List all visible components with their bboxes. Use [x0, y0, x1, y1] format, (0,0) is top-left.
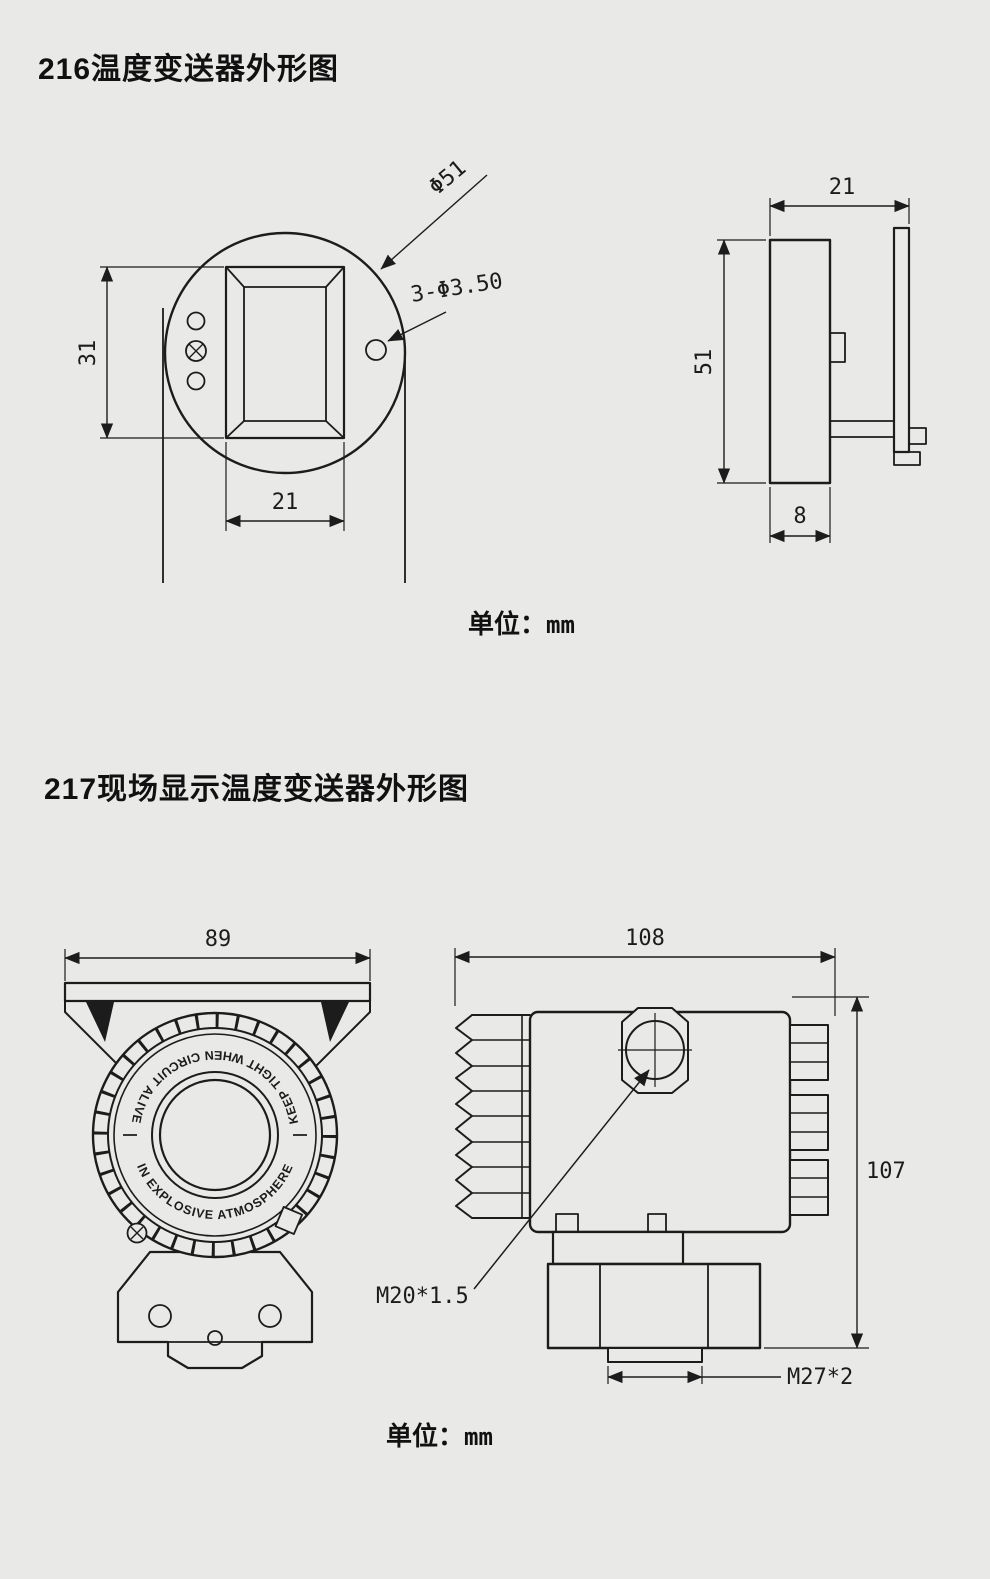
fin-bottom: [789, 1159, 829, 1216]
extension-lines-m27: [607, 1366, 703, 1384]
holes-label: 3-Φ3.50: [409, 269, 504, 308]
dimension-21-side: 21: [829, 175, 856, 200]
diameter-label: Φ51: [425, 156, 472, 201]
left-cover-top-bottom: [471, 1014, 531, 1219]
dimension-89: 89: [205, 927, 232, 952]
front-panel-plate: [892, 226, 911, 454]
unit-label-216: 单位：: [468, 609, 547, 639]
side-clip: [829, 332, 846, 363]
screw-cross-icon: [130, 1226, 144, 1240]
bezel-knurl: [93, 1013, 337, 1257]
m27-label: M27*2: [787, 1365, 853, 1390]
hex-facet-lines: [599, 1264, 709, 1348]
bracket-notch-right: [321, 1002, 349, 1042]
dimension-31: 31: [76, 340, 101, 367]
side-body: [768, 238, 832, 485]
neck-flange: [551, 1230, 685, 1266]
extension-lines-108: [454, 948, 836, 1016]
panel-foot: [893, 451, 921, 466]
m20-label: M20*1.5: [376, 1284, 469, 1309]
hex-nut: [546, 1262, 762, 1350]
bottom-bracket: [116, 1250, 314, 1370]
dimension-107: 107: [866, 1159, 906, 1184]
section-217-title: 217现场显示温度变送器外形图: [44, 773, 470, 806]
fin-slats: [790, 1042, 828, 1198]
projection-lines: [162, 308, 406, 583]
window-glass: [158, 1078, 272, 1192]
display-bezel-outer: [224, 265, 346, 440]
display-bezel-inner: [243, 286, 327, 422]
extension-lines-21s: [769, 198, 910, 236]
bolt-hole-right: [258, 1304, 282, 1328]
extension-lines-21f: [225, 442, 345, 531]
screw-cross-icon: [188, 343, 204, 359]
view-217-side: 108 M: [376, 926, 906, 1390]
diameter-leader-line: [380, 174, 488, 270]
dimension-51: 51: [692, 349, 717, 376]
button-top-icon: [186, 311, 206, 331]
thread-stub: [607, 1347, 703, 1363]
mounting-hole: [365, 339, 387, 361]
unit-line-216: 单位：mm: [468, 604, 575, 641]
section-216-title: 216温度变送器外形图: [38, 53, 340, 86]
view-216-side: 21 51 8: [692, 175, 927, 543]
bracket-notch-left: [86, 1002, 114, 1042]
fin-top: [789, 1024, 829, 1081]
connector-lines: [830, 420, 894, 438]
bezel-corner-lines: [225, 266, 345, 439]
hinge-tab: [274, 1205, 304, 1235]
unit-value-217: mm: [464, 1423, 493, 1451]
unit-line-217: 单位：mm: [386, 1416, 493, 1453]
bolt-hole-left: [148, 1304, 172, 1328]
left-cover-ribs-edge: [455, 1014, 473, 1219]
bezel-ring-2: [113, 1033, 317, 1237]
front-view-circle: [163, 231, 407, 475]
panel-tab: [908, 427, 927, 445]
left-cover-rib-lines: [472, 1039, 530, 1194]
m20-leader-line: [473, 1069, 650, 1290]
unit-value-216: mm: [546, 611, 575, 639]
extension-lines-89: [64, 949, 371, 981]
button-bottom-icon: [186, 371, 206, 391]
view-217-front: 89 IN EXPLOSIVE ATMOSPHERE: [63, 927, 372, 1370]
screw-icon: [185, 340, 207, 362]
dimension-21-front: 21: [272, 490, 299, 515]
drawing-217: 89 IN EXPLOSIVE ATMOSPHERE: [63, 926, 906, 1390]
view-216-front: Φ51 3-Φ3.50 31 21: [76, 156, 505, 583]
unit-label-217: 单位：: [386, 1421, 465, 1451]
dimension-8: 8: [793, 504, 806, 529]
window-ring: [151, 1071, 279, 1199]
dimension-108: 108: [625, 926, 665, 951]
fin-middle: [789, 1094, 829, 1151]
bezel-ring-1: [107, 1027, 323, 1243]
extension-lines-31: [100, 266, 224, 439]
top-bracket-plate: [63, 981, 372, 1003]
conduit-crosshair: [618, 1013, 692, 1087]
drawing-216: Φ51 3-Φ3.50 31 21 21: [76, 156, 927, 583]
holes-leader-line: [387, 311, 447, 342]
bolt-hole-center: [207, 1330, 223, 1346]
